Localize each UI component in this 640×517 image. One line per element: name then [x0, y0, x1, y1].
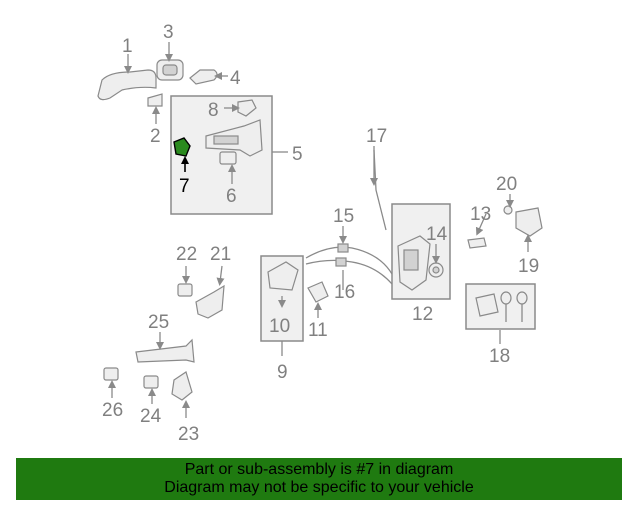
lock-cylinder-part — [475, 293, 499, 317]
bolt-part-6 — [219, 151, 237, 165]
striker-part — [515, 207, 543, 237]
part-number-3: 3 — [163, 22, 174, 43]
part-number-12: 12 — [412, 304, 433, 325]
part-number-18: 18 — [489, 346, 510, 367]
bracket-part-11 — [307, 281, 329, 303]
info-banner: Part or sub-assembly is #7 in diagram Di… — [16, 458, 622, 500]
bolt-part-22 — [177, 283, 193, 297]
banner-line-part: Part or sub-assembly is #7 in diagram — [184, 461, 454, 478]
key-part-1 — [500, 291, 512, 305]
part-number-8: 8 — [208, 100, 219, 121]
key-part-2 — [516, 291, 528, 305]
outer-handle-part — [97, 69, 157, 101]
part-number-4: 4 — [230, 68, 241, 89]
bolt-part-13 — [467, 237, 487, 249]
part-number-7[interactable]: 7 — [179, 176, 190, 197]
cap-part — [189, 69, 218, 85]
part-number-25: 25 — [148, 312, 169, 333]
bracket-part-10 — [267, 261, 299, 291]
door-checker-part — [135, 338, 195, 363]
part-number-9: 9 — [277, 362, 288, 383]
pin-part — [503, 205, 513, 215]
part-number-16: 16 — [334, 282, 355, 303]
part-number-6: 6 — [226, 186, 237, 207]
part-number-17: 17 — [366, 126, 387, 147]
part-number-19: 19 — [518, 256, 539, 277]
part-number-13: 13 — [470, 204, 491, 225]
part-number-15: 15 — [333, 206, 354, 227]
part-number-24: 24 — [140, 406, 162, 427]
assembly-box-18 — [465, 283, 536, 330]
part-number-5: 5 — [292, 144, 303, 165]
bolt-part-24 — [143, 375, 159, 389]
part-number-1: 1 — [122, 36, 133, 57]
part-number-21: 21 — [210, 244, 231, 265]
bracket-part-23 — [171, 371, 193, 401]
part-number-20: 20 — [496, 174, 517, 195]
bolt-part-26 — [103, 367, 119, 381]
part-number-10: 10 — [269, 316, 290, 337]
banner-line-disclaimer: Diagram may not be specific to your vehi… — [164, 479, 474, 496]
pad-part — [147, 93, 163, 107]
part-number-23: 23 — [178, 424, 199, 445]
part-number-11: 11 — [308, 320, 328, 341]
bracket-part-21 — [195, 284, 225, 319]
part-number-14: 14 — [426, 224, 448, 245]
part-number-22: 22 — [176, 244, 197, 265]
part-number-26: 26 — [102, 400, 123, 421]
part-number-2: 2 — [150, 126, 161, 147]
clip-part-7-highlighted[interactable] — [173, 137, 191, 157]
